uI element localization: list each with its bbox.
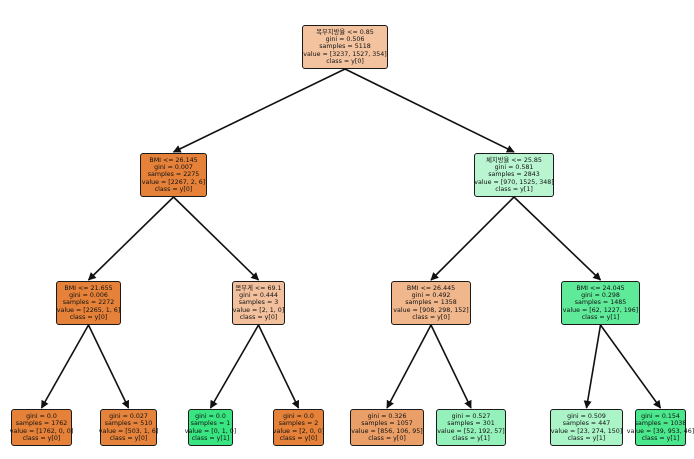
node-text-line: samples = 1057	[361, 420, 413, 428]
node-text-line: value = [1762, 0, 0]	[9, 427, 74, 435]
node-text-line: value = [2, 0, 0]	[272, 427, 325, 435]
edge-n5-n11	[386, 324, 432, 409]
node-text-line: gini = 0.027	[109, 412, 148, 420]
node-text-line: value = [503, 1, 6]	[98, 427, 159, 435]
node-text-line: gini = 0.509	[567, 412, 606, 420]
node-text-line: gini = 0.154	[641, 412, 680, 420]
node-text-line: gini = 0.581	[494, 164, 534, 172]
node-text-line: gini = 0.492	[411, 292, 451, 300]
node-text-line: gini = 0.444	[239, 292, 278, 300]
node-text-line: gini = 0.326	[367, 412, 407, 420]
node-text-line: samples = 3	[238, 299, 279, 307]
node-text-line: class = y[1]	[567, 434, 606, 442]
edge-n1-n3	[87, 196, 175, 281]
node-text-line: class = y[1]	[581, 313, 620, 321]
node-text-line: 복부지방율 <= 0.85	[316, 28, 374, 36]
node-text-line: class = y[0]	[326, 57, 364, 65]
node-text-line: class = y[0]	[22, 434, 61, 442]
node-text-line: samples = 2	[278, 420, 319, 428]
node-text-line: value = [2267, 2, 6]	[141, 178, 206, 186]
node-text-line: samples = 2272	[62, 299, 115, 307]
node-text-line: BMI <= 26.145	[149, 156, 198, 164]
node-text-line: samples = 2275	[147, 171, 200, 179]
node-text-line: gini = 0.006	[69, 292, 108, 300]
node-text-line: samples = 1762	[15, 420, 68, 428]
node-text-line: value = [3237, 1527, 354]	[303, 50, 387, 58]
node-text-line: samples = 2843	[488, 171, 540, 179]
edge-n2-n6	[513, 196, 602, 281]
node-text-line: value = [2, 1, 0]	[232, 306, 285, 314]
node-text-line: class = y[1]	[452, 434, 490, 442]
node-text-line: samples = 510	[104, 420, 153, 428]
node-text-line: samples = 447	[562, 420, 611, 428]
node-text-line: samples = 1358	[405, 299, 457, 307]
node-text-line: samples = 1485	[574, 299, 627, 307]
node-text-line: value = [908, 298, 152]	[393, 306, 469, 314]
node-text-line: BMI <= 21.655	[64, 284, 113, 292]
node-text-line: gini = 0.506	[325, 36, 365, 44]
edge-n0-n1	[172, 68, 346, 153]
node-text-line: 체지방율 <= 25.85	[486, 156, 542, 164]
node-text-line: samples = 1038	[634, 420, 687, 428]
node-text-line: gini = 0.298	[581, 292, 620, 300]
edge-n5-n12	[430, 324, 472, 409]
node-text-line: class = y[0]	[239, 313, 278, 321]
edge-n1-n4	[172, 196, 260, 281]
node-text-line: value = [856, 106, 95]	[351, 427, 423, 435]
edge-n4-n9	[209, 324, 260, 409]
node-text-line: BMI <= 26.445	[406, 284, 456, 292]
node-text-line: gini = 0.0	[283, 412, 314, 420]
node-text-line: gini = 0.527	[451, 412, 491, 420]
edge-n2-n5	[430, 196, 515, 281]
node-text-line: gini = 0.0	[195, 412, 226, 420]
node-text-line: value = [23, 274, 150]	[550, 427, 623, 435]
edge-n6-n14	[599, 324, 662, 409]
node-text-line: class = y[1]	[191, 434, 230, 442]
edge-n4-n10	[257, 324, 300, 409]
node-text-line: value = [970, 1525, 348]	[474, 178, 554, 186]
node-text-line: class = y[0]	[154, 185, 193, 193]
node-text-line: class = y[0]	[69, 313, 108, 321]
node-text-line: value = [62, 1227, 196]	[562, 306, 639, 314]
edge-n3-n7	[40, 324, 90, 409]
node-text-line: value = [0, 1, 0]	[184, 427, 237, 435]
node-text-line: gini = 0.007	[154, 164, 193, 172]
edge-n0-n2	[344, 68, 515, 153]
node-text-line: samples = 301	[447, 420, 495, 428]
node-text-line: class = y[0]	[109, 434, 148, 442]
node-text-line: samples = 5118	[319, 43, 371, 51]
node-text-line: samples = 1	[190, 420, 231, 428]
edge-n3-n8	[87, 324, 130, 409]
node-text-line: value = [2265, 1, 6]	[56, 306, 121, 314]
node-text-line: gini = 0.0	[26, 412, 57, 420]
node-text-line: class = y[0]	[412, 313, 450, 321]
edge-n6-n13	[583, 324, 602, 409]
node-text-line: class = y[0]	[279, 434, 318, 442]
node-text-line: BMI <= 24.045	[576, 284, 625, 292]
node-text-line: value = [52, 192, 57]	[437, 427, 505, 435]
node-text-line: class = y[1]	[495, 185, 533, 193]
node-text-line: value = [39, 953, 46]	[626, 427, 694, 435]
node-text-line: class = y[0]	[368, 434, 406, 442]
node-text-line: 몸무게 <= 69.1	[235, 284, 282, 292]
node-text-line: class = y[1]	[641, 434, 680, 442]
